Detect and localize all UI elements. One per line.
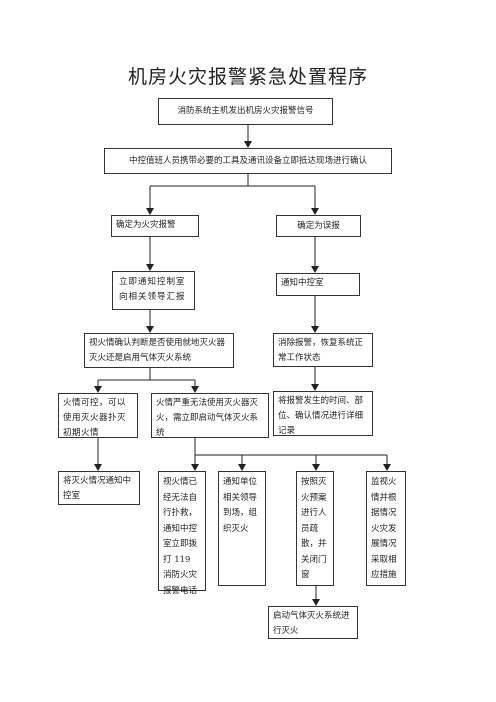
box-clear-alarm: 消除报警，恢复系统正常工作状态 — [273, 333, 373, 367]
box-confirm-onsite: 中控值班人员携带必要的工具及通讯设备立即抵达现场进行确认 — [104, 148, 392, 174]
box-start-gas-system: 启动气体灭火系统进行灭火 — [268, 606, 358, 639]
box-fire-severe: 火情严重无法使用灭火器灭火，需立即启动气体灭火系统 — [151, 393, 269, 438]
box-notify-leaders: 通知单位相关领导到场，组织灭火 — [218, 471, 266, 586]
box-notify-control: 立即通知控制室向相关领导汇报 — [112, 271, 195, 310]
box-fire-controllable: 火情可控，可以使用灭火器扑灭初期火情 — [58, 393, 138, 438]
box-alarm-signal: 消防系统主机发出机房火灾报警信号 — [158, 98, 333, 125]
box-assess-fire: 视火情确认判断是否使用就地灭火器灭火还是启用气体灭火系统 — [84, 333, 234, 368]
box-notify-center: 通知中控室 — [276, 273, 360, 296]
box-record-details: 将报警发生的时间、部位、确认情况进行详细记录 — [273, 391, 373, 436]
page-title: 机房火灾报警紧急处置程序 — [127, 66, 368, 88]
box-false-alarm: 确定为误报 — [276, 215, 361, 237]
box-fire-confirmed: 确定为火灾报警 — [111, 215, 199, 237]
box-monitor: 监视火情并根据情况火灾发展情况采取相应措施 — [366, 471, 406, 586]
box-evacuate: 按照灭火预案进行人员疏散，并关闭门窗 — [296, 471, 334, 586]
box-report-result: 将灭火情况通知中控室 — [58, 471, 140, 505]
box-call-119: 视火情已经无法自行扑救，通知中控室立即拨打 119 消防火灾报警电话 — [158, 471, 206, 596]
